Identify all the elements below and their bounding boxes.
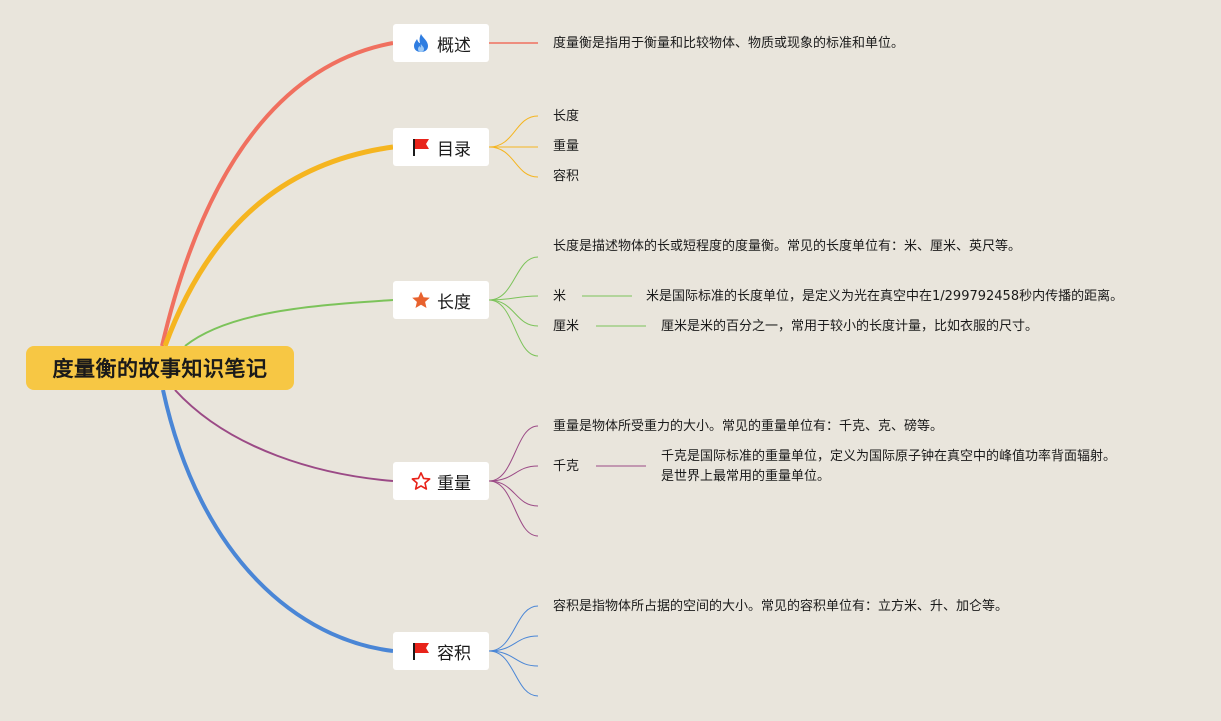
link-volume-empty-1 [488,635,539,652]
star-outline-icon [411,471,431,491]
branch-overview[interactable]: 概述 [393,24,489,62]
link-weight-empty-2 [488,480,539,537]
volume-intro[interactable]: 容积是指物体所占据的空间的大小。常见的容积单位有：立方米、升、加仑等。 [553,599,1009,614]
link-weight-unit-1 [488,465,539,482]
length-intro[interactable]: 长度是描述物体的长或短程度的度量衡。常见的长度单位有：米、厘米、英尺等。 [553,239,1022,254]
overview-item[interactable]: 度量衡是指用于衡量和比较物体、物质或现象的标准和单位。 [553,36,905,51]
branch-length[interactable]: 长度 [393,281,489,319]
red-flag-icon [411,641,431,661]
branch-length-label: 长度 [437,292,471,313]
link-toc [162,144,394,347]
toc-item-length[interactable]: 长度 [553,109,580,124]
link-weight [174,389,394,482]
root-node[interactable]: 度量衡的故事知识笔记 [26,346,294,390]
length-unit-centimeter[interactable]: 厘米 [553,319,580,334]
link-length-unit-1 [488,295,539,301]
toc-item-weight[interactable]: 重量 [553,139,580,154]
link-toc-item-1 [488,115,539,148]
length-unit-meter-desc[interactable]: 米是国际标准的长度单位，是定义为光在真空中在1/299792458秒内传播的距离… [646,289,1124,304]
link-volume-empty-2 [488,650,539,667]
link-length-unit-2 [488,299,539,327]
link-weight-intro [488,425,539,482]
weight-unit-kilogram[interactable]: 千克 [553,459,580,474]
link-volume-empty-3 [488,650,539,697]
branch-weight[interactable]: 重量 [393,462,489,500]
link-length-empty [488,299,539,357]
link-weight-empty-1 [488,480,539,507]
branch-toc-label: 目录 [437,139,471,160]
weight-intro[interactable]: 重量是物体所受重力的大小。常见的重量单位有：千克、克、磅等。 [553,419,944,434]
weight-unit-kilogram-desc-line2: 是世界上最常用的重量单位。 [661,469,831,484]
star-filled-icon [411,290,431,310]
weight-unit-kilogram-desc-line1: 千克是国际标准的重量单位，定义为国际原子钟在真空中的峰值功率背面辐射。 [661,449,1117,464]
toc-item-volume[interactable]: 容积 [553,169,580,184]
link-toc-item-3 [488,146,539,178]
length-unit-centimeter-desc[interactable]: 厘米是米的百分之一，常用于较小的长度计量，比如衣服的尺寸。 [661,319,1039,334]
link-length-intro [488,256,539,301]
branch-weight-label: 重量 [437,473,471,494]
weight-unit-kilogram-desc[interactable]: 千克是国际标准的重量单位，定义为国际原子钟在真空中的峰值功率背面辐射。 是世界上… [661,447,1116,487]
link-volume [161,389,394,653]
red-flag-icon [411,137,431,157]
branch-volume[interactable]: 容积 [393,632,489,670]
branch-volume-label: 容积 [437,643,471,664]
fire-icon [411,33,431,53]
root-title: 度量衡的故事知识笔记 [52,357,268,381]
link-length [184,299,394,347]
branch-overview-label: 概述 [437,35,471,56]
link-overview [160,41,394,347]
length-unit-meter[interactable]: 米 [553,289,567,304]
branch-toc[interactable]: 目录 [393,128,489,166]
link-volume-intro [488,605,539,652]
